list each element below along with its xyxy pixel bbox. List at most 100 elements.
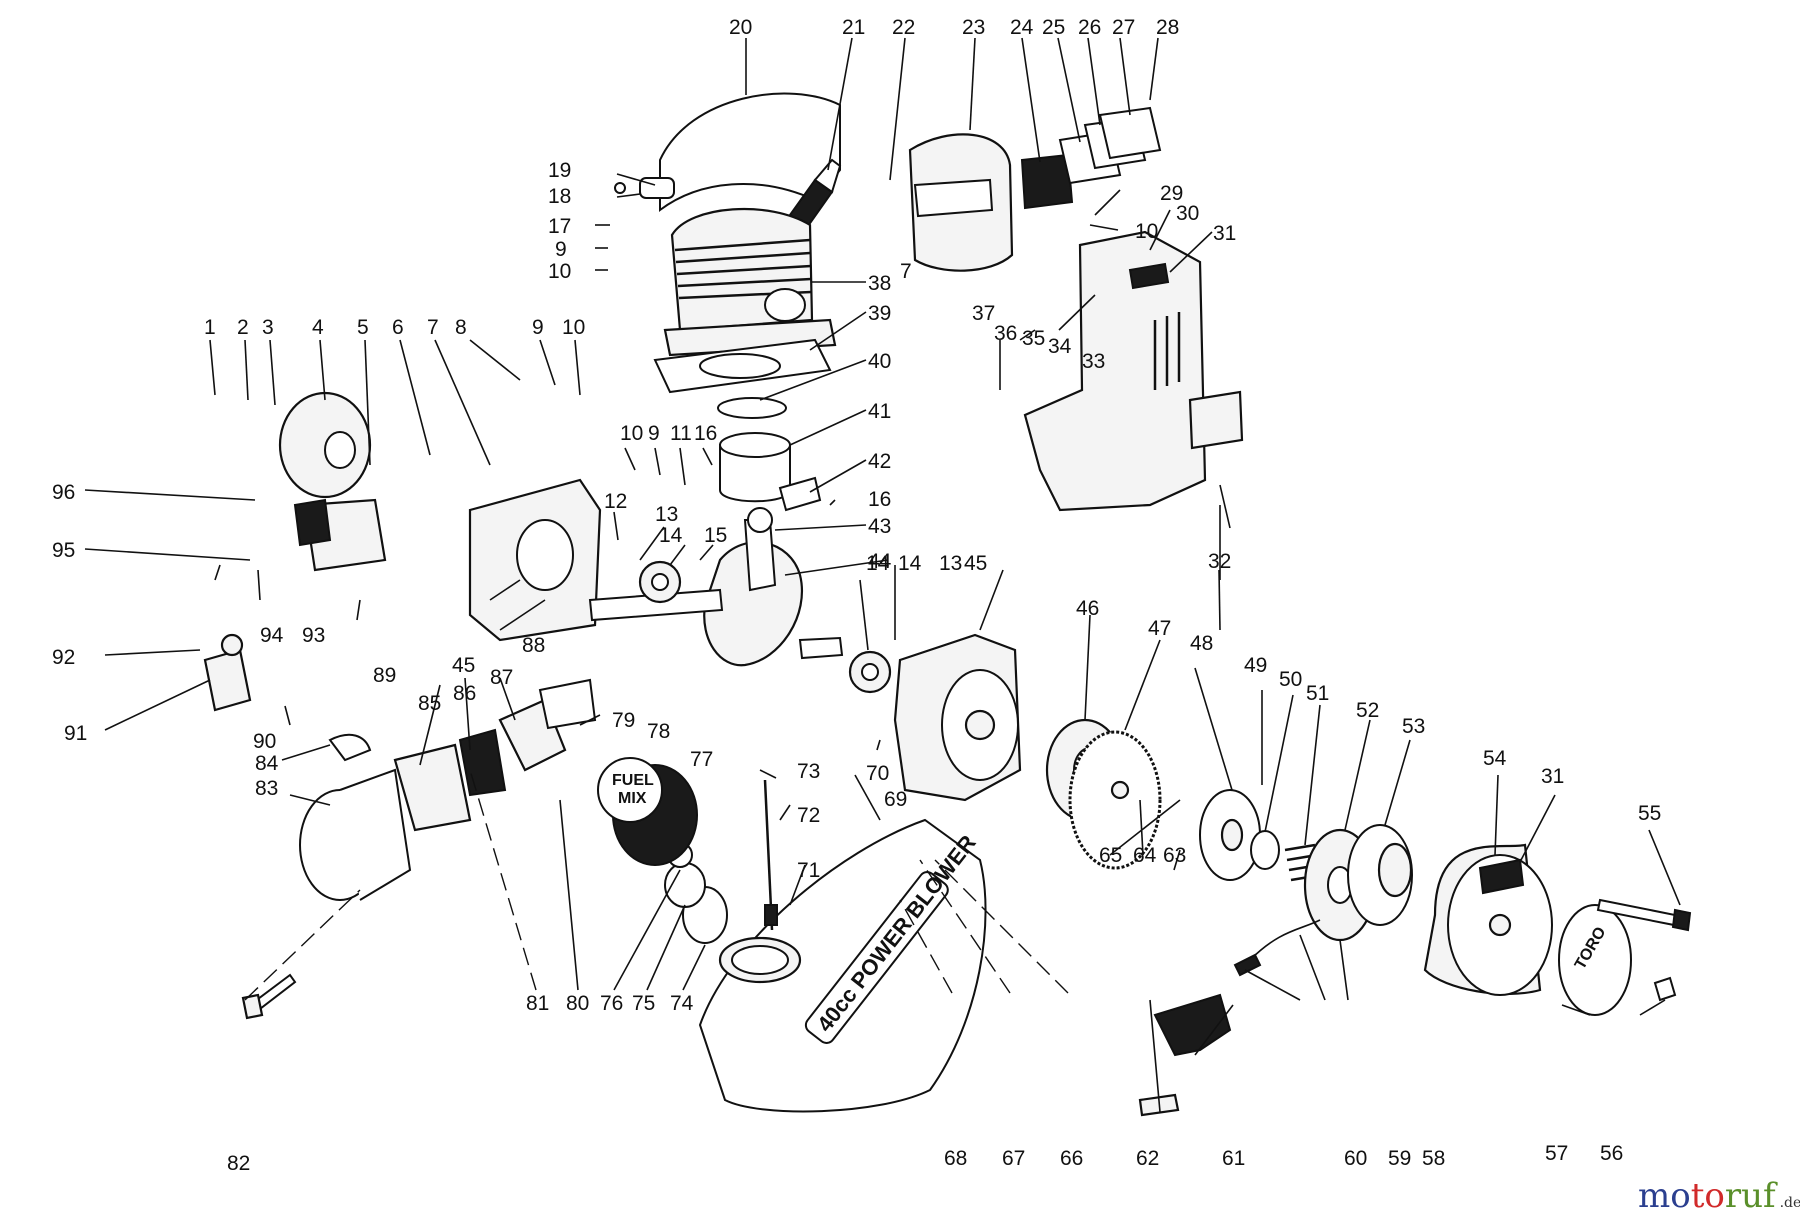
callout-14: 14 <box>659 524 683 547</box>
callout-17: 17 <box>548 215 571 238</box>
callout-67: 67 <box>1002 1147 1025 1170</box>
watermark-mo: mo <box>1638 1176 1691 1216</box>
watermark-ruf: ruf <box>1725 1176 1778 1216</box>
callout-76: 76 <box>600 992 623 1015</box>
callout-15: 15 <box>704 524 727 547</box>
fuel-cap: FUEL MIX <box>597 757 698 866</box>
callout-39: 39 <box>868 302 891 325</box>
carburetor <box>393 728 507 832</box>
callout-68: 68 <box>944 1147 967 1170</box>
callout-3: 3 <box>262 316 274 339</box>
callout-8: 8 <box>455 316 467 339</box>
watermark: motoruf.de <box>1638 1176 1800 1216</box>
callout-81: 81 <box>526 992 549 1015</box>
starter-bolt <box>1596 898 1692 932</box>
callout-93: 93 <box>302 624 325 647</box>
starter-handle <box>1153 993 1232 1057</box>
callout-85: 85 <box>418 692 441 715</box>
callout-94: 94 <box>260 624 284 647</box>
callout-70: 70 <box>866 762 889 785</box>
callout-34: 34 <box>1048 335 1072 358</box>
callout-7: 7 <box>427 316 439 339</box>
callout-19: 19 <box>548 159 571 182</box>
callout-10d: 10 <box>620 422 643 445</box>
callout-44: 44 <box>868 550 892 573</box>
callout-29: 29 <box>1160 182 1183 205</box>
callout-78: 78 <box>647 720 670 743</box>
callout-58: 58 <box>1422 1147 1445 1170</box>
starter-spring <box>1347 824 1413 926</box>
callout-51: 51 <box>1306 682 1329 705</box>
cylinder-shroud <box>659 92 841 212</box>
callout-21: 21 <box>842 16 865 39</box>
callout-89: 89 <box>373 664 396 687</box>
starter-rope <box>1233 919 1321 977</box>
cylinder <box>663 207 837 357</box>
callout-12: 12 <box>604 490 627 513</box>
callout-59: 59 <box>1388 1147 1411 1170</box>
shroud-bracket <box>614 177 675 199</box>
callout-57: 57 <box>1545 1142 1568 1165</box>
spark-arrestor-screen <box>1020 153 1074 210</box>
callout-45: 45 <box>964 552 987 575</box>
callout-38: 38 <box>868 272 891 295</box>
starter-housing <box>1423 843 1553 996</box>
callout-69: 69 <box>884 788 907 811</box>
callout-42: 42 <box>868 450 891 473</box>
callout-60: 60 <box>1344 1147 1367 1170</box>
callout-2: 2 <box>237 316 249 339</box>
starter-decal: TORO <box>1558 904 1632 1016</box>
callout-56: 56 <box>1600 1142 1623 1165</box>
callout-numbers: 1 2 3 4 5 6 7 8 9 10 11 12 13 14 15 16 1… <box>52 16 1661 1175</box>
callout-92: 92 <box>52 646 75 669</box>
callout-22: 22 <box>892 16 915 39</box>
callout-62: 62 <box>1136 1147 1159 1170</box>
callout-75: 75 <box>632 992 655 1015</box>
svg-text:motoruf.de: motoruf.de <box>1638 1176 1800 1216</box>
callout-5: 5 <box>357 316 369 339</box>
callout-9c: 9 <box>648 422 660 445</box>
callout-9b: 9 <box>555 238 567 261</box>
callout-20: 20 <box>729 16 752 39</box>
callout-18: 18 <box>548 185 571 208</box>
callout-16b: 16 <box>868 488 891 511</box>
callout-31: 31 <box>1213 222 1236 245</box>
callout-48: 48 <box>1190 632 1213 655</box>
callout-71: 71 <box>797 859 820 882</box>
callout-46: 46 <box>1076 597 1099 620</box>
callout-83: 83 <box>255 777 278 800</box>
watermark-suffix: .de <box>1780 1195 1800 1211</box>
callout-53: 53 <box>1402 715 1425 738</box>
callout-10: 10 <box>562 316 585 339</box>
callout-10b: 10 <box>1135 220 1158 243</box>
callout-55: 55 <box>1638 802 1661 825</box>
callout-37: 37 <box>972 302 995 325</box>
muffler <box>908 133 1014 272</box>
callout-16: 16 <box>694 422 717 445</box>
callout-31b: 31 <box>1541 765 1564 788</box>
callout-9: 9 <box>532 316 544 339</box>
callout-90: 90 <box>253 730 276 753</box>
callout-14c: 14 <box>866 552 890 575</box>
leader-lines <box>84 37 1681 1113</box>
callout-13: 13 <box>655 503 678 526</box>
callout-10c: 10 <box>548 260 571 283</box>
fan-disc <box>1199 789 1261 881</box>
callout-33: 33 <box>1082 350 1105 373</box>
rewind-spring <box>1284 843 1322 882</box>
callout-63: 63 <box>1163 844 1186 867</box>
callout-14b: 14 <box>898 552 922 575</box>
wrist-pin <box>778 476 822 512</box>
callout-40: 40 <box>868 350 891 373</box>
bearings <box>638 560 892 694</box>
crankshaft <box>588 541 844 667</box>
ignition-module <box>293 498 387 572</box>
cap-label-line1: FUEL <box>612 772 654 789</box>
callout-96: 96 <box>52 481 75 504</box>
callout-64: 64 <box>1133 844 1157 867</box>
air-filter-cover <box>328 733 372 762</box>
callout-86: 86 <box>453 682 476 705</box>
callout-4: 4 <box>312 316 324 339</box>
callout-11: 11 <box>670 422 692 445</box>
